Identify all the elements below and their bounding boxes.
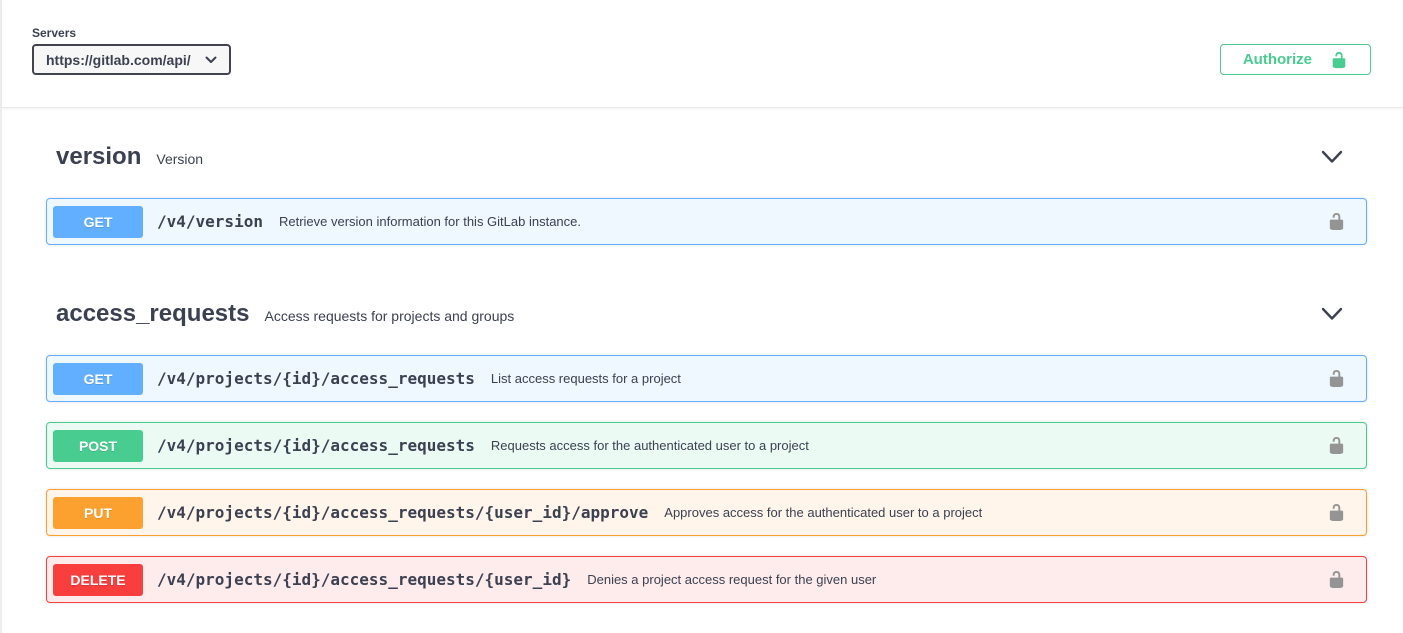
chevron-down-icon[interactable] xyxy=(1321,307,1343,321)
operation-summary: List access requests for a project xyxy=(490,371,681,386)
method-badge: PUT xyxy=(53,496,143,529)
server-select-value: https://gitlab.com/api/ xyxy=(46,51,191,68)
operation-path: /v4/projects/{id}/access_requests xyxy=(157,436,475,455)
servers-label: Servers xyxy=(32,26,77,40)
operation-row[interactable]: POST /v4/projects/{id}/access_requests R… xyxy=(46,422,1367,469)
operation-path: /v4/projects/{id}/access_requests/{user_… xyxy=(157,503,649,522)
section-header[interactable]: version Version xyxy=(46,108,1367,198)
unlock-icon xyxy=(1332,51,1346,68)
section-header-text: access_requests Access requests for proj… xyxy=(56,300,514,328)
chevron-down-icon xyxy=(205,56,217,63)
operation-path: /v4/projects/{id}/access_requests xyxy=(157,369,475,388)
operation-row[interactable]: DELETE /v4/projects/{id}/access_requests… xyxy=(46,556,1367,603)
operation-path: /v4/projects/{id}/access_requests/{user_… xyxy=(157,570,572,589)
operation-list: GET /v4/projects/{id}/access_requests Li… xyxy=(46,355,1367,603)
servers-block: Servers https://gitlab.com/api/ xyxy=(32,26,231,75)
method-badge: POST xyxy=(53,429,143,462)
method-badge: GET xyxy=(53,362,143,395)
operation-row[interactable]: GET /v4/projects/{id}/access_requests Li… xyxy=(46,355,1367,402)
operation-auth-button[interactable] xyxy=(1323,365,1350,392)
section-title: version xyxy=(56,143,142,170)
operation-list: GET /v4/version Retrieve version informa… xyxy=(46,198,1367,245)
operation-row[interactable]: GET /v4/version Retrieve version informa… xyxy=(46,198,1367,245)
chevron-down-icon[interactable] xyxy=(1321,150,1343,164)
section-description: Access requests for projects and groups xyxy=(264,308,515,324)
operation-summary: Denies a project access request for the … xyxy=(587,572,877,587)
operation-auth-button[interactable] xyxy=(1323,432,1350,459)
server-select[interactable]: https://gitlab.com/api/ xyxy=(32,44,231,75)
unlock-icon xyxy=(1329,436,1344,455)
scheme-bar: Servers https://gitlab.com/api/ Authoriz… xyxy=(2,0,1403,108)
unlock-icon xyxy=(1329,369,1344,388)
section-title: access_requests xyxy=(56,300,250,327)
operation-auth-button[interactable] xyxy=(1323,208,1350,235)
operation-path: /v4/version xyxy=(157,212,263,231)
api-sections: version Version GET /v4/version Retrieve… xyxy=(2,108,1403,633)
unlock-icon xyxy=(1329,212,1344,231)
operation-summary: Requests access for the authenticated us… xyxy=(490,438,809,453)
section-description: Version xyxy=(156,151,204,167)
unlock-icon xyxy=(1329,503,1344,522)
section-header[interactable]: access_requests Access requests for proj… xyxy=(46,265,1367,355)
operation-summary: Retrieve version information for this Gi… xyxy=(278,214,581,229)
operation-auth-button[interactable] xyxy=(1323,566,1350,593)
authorize-label: Authorize xyxy=(1242,51,1312,68)
method-badge: GET xyxy=(53,205,143,238)
operation-auth-button[interactable] xyxy=(1323,499,1350,526)
method-badge: DELETE xyxy=(53,563,143,596)
authorize-button[interactable]: Authorize xyxy=(1219,44,1371,75)
section-header-text: version Version xyxy=(56,143,203,171)
api-tag-section: version Version GET /v4/version Retrieve… xyxy=(46,108,1367,245)
unlock-icon xyxy=(1329,570,1344,589)
operation-summary: Approves access for the authenticated us… xyxy=(664,505,983,520)
api-tag-section: access_requests Access requests for proj… xyxy=(46,265,1367,603)
operation-row[interactable]: PUT /v4/projects/{id}/access_requests/{u… xyxy=(46,489,1367,536)
